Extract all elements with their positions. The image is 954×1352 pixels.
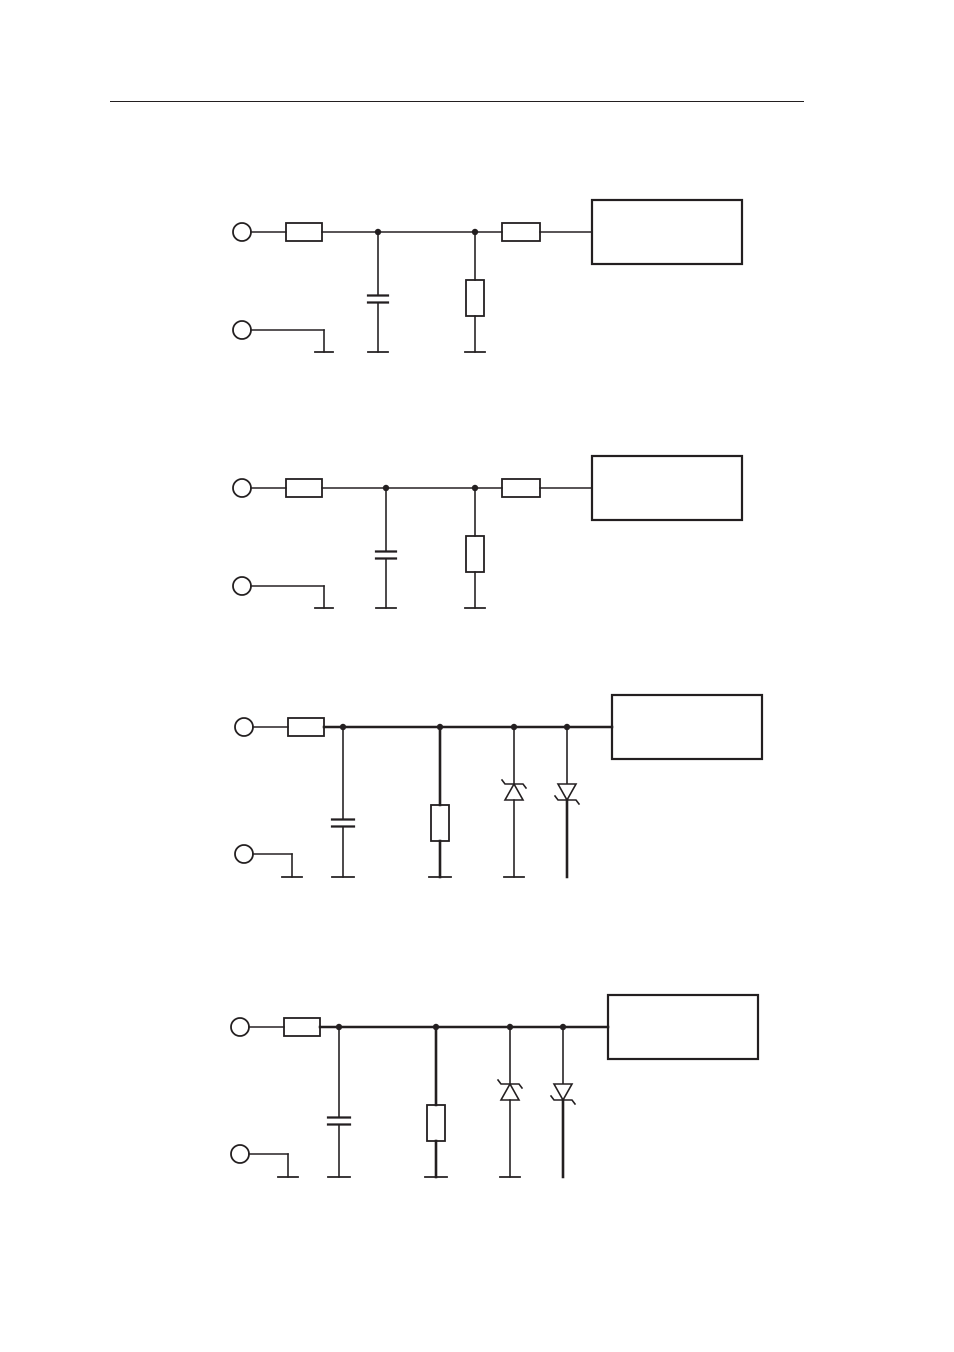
shunt-resistor [466,280,484,316]
zener-diode-2 [558,784,576,800]
shunt-resistor [427,1105,445,1141]
load-box [592,456,742,520]
circuit-2-group [233,456,742,608]
input-terminal-ground [231,1145,249,1163]
load-box [608,995,758,1059]
load-box [592,200,742,264]
series-resistor-1 [286,479,322,497]
series-resistor-1 [284,1018,320,1036]
shunt-resistor [466,536,484,572]
series-resistor-2 [502,479,540,497]
zener-diode-1 [501,1084,519,1100]
series-resistor-1 [288,718,324,736]
circuit-1-group [233,200,742,352]
input-terminal-positive [231,1018,249,1036]
input-terminal-positive [233,479,251,497]
load-box [612,695,762,759]
zener-diode-1 [505,784,523,800]
input-terminal-ground [235,845,253,863]
input-terminal-ground [233,577,251,595]
input-terminal-positive [235,718,253,736]
circuit-3-group [235,695,762,877]
shunt-resistor [431,805,449,841]
series-resistor-1 [286,223,322,241]
series-resistor-2 [502,223,540,241]
zener-diode-2 [554,1084,572,1100]
input-terminal-ground [233,321,251,339]
input-terminal-positive [233,223,251,241]
circuit-4-group [231,995,758,1177]
